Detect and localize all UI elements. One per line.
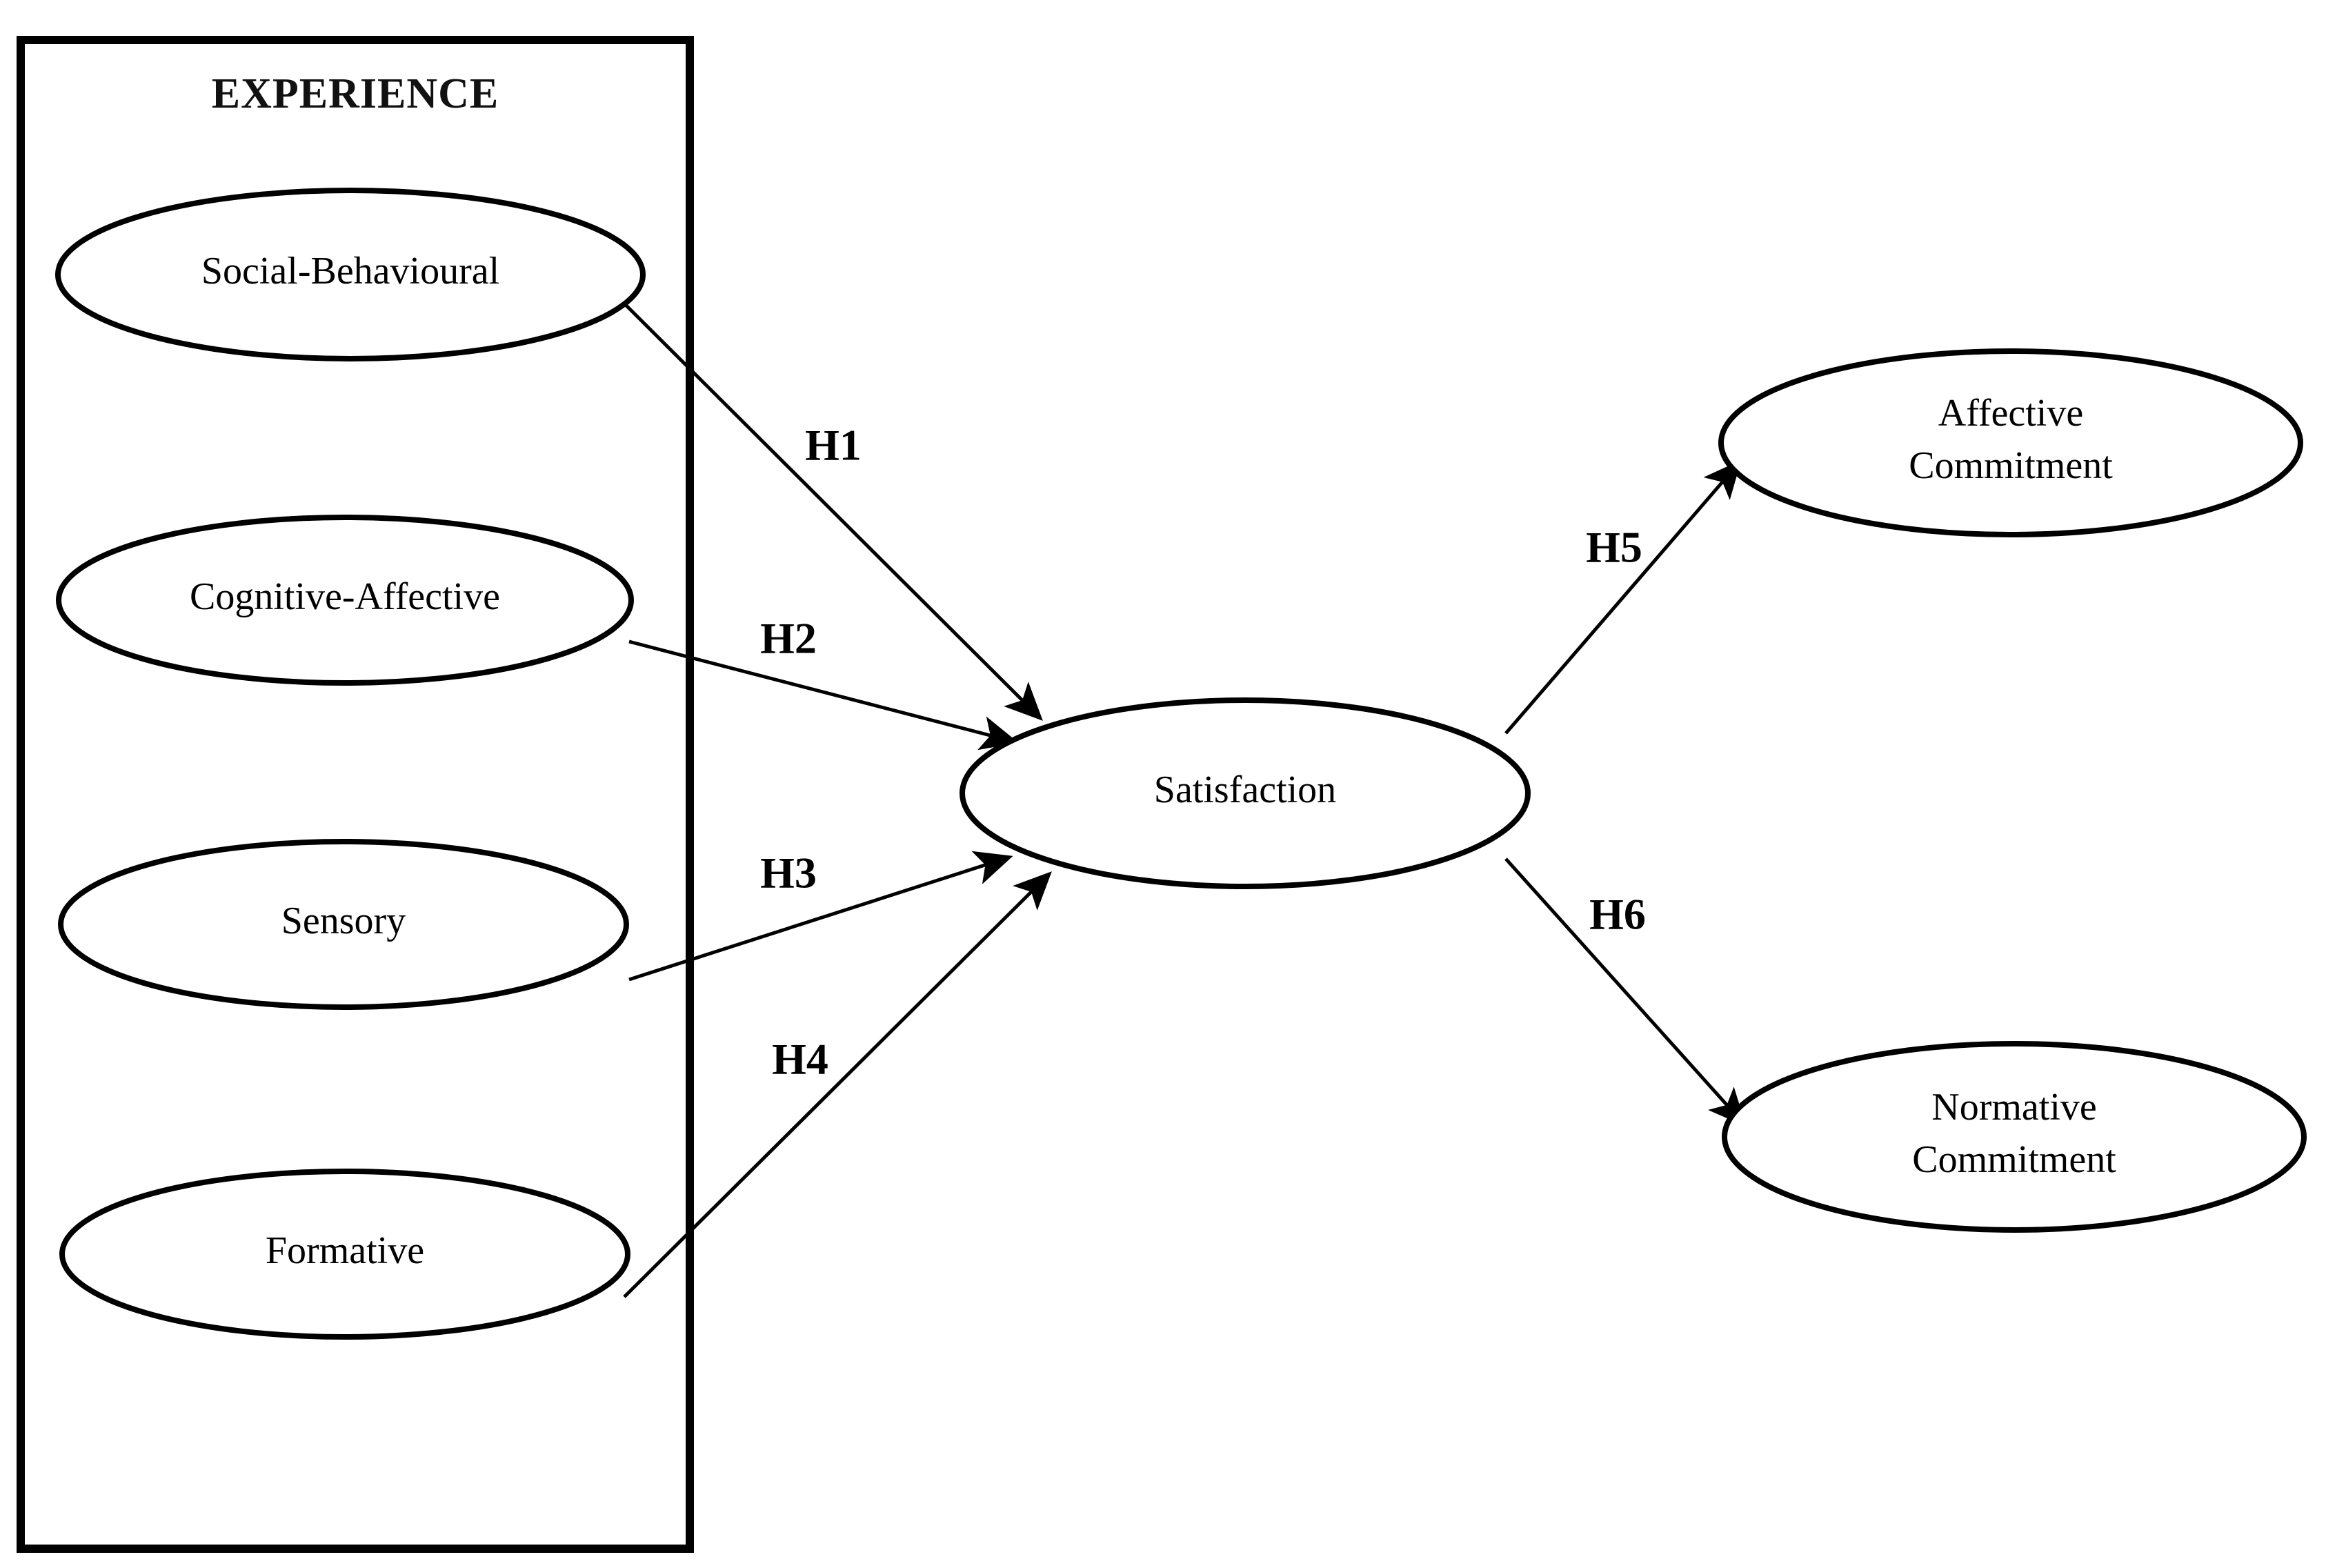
node-ellipse-cognitive-affective [56,515,634,686]
edge-h4 [623,871,1052,1298]
node-label-affective-commitment: Affective [1938,392,2083,435]
node-ellipse-affective-commitment [1718,348,2303,537]
node-label-affective-commitment: Commitment [1909,444,2113,487]
edge-h1 [623,302,1043,721]
node-ellipse-formative [59,1169,630,1340]
node-ellipse-normative-commitment [1722,1041,2307,1233]
edge-h2 [628,639,1019,751]
node-ellipse-social-behavioural [55,188,646,361]
node-label-normative-commitment: Commitment [1912,1138,2116,1181]
node-satisfaction: Satisfaction [960,697,1531,889]
edge-h6 [1504,857,1747,1127]
experience-group-box [17,36,694,1553]
node-label-normative-commitment: Normative [1931,1086,2096,1129]
edges-layer [623,302,1747,1298]
edge-label-h2: H2 [760,614,817,663]
node-ellipse-sensory [58,839,629,1010]
node-sensory: Sensory [58,839,629,1010]
edge-label-h5: H5 [1586,523,1642,572]
node-social-behavioural: Social-Behavioural [55,188,646,361]
node-ellipse-satisfaction [960,697,1531,889]
edge-label-h1: H1 [805,421,862,470]
node-cognitive-affective: Cognitive-Affective [56,515,634,686]
node-label-formative: Formative [266,1229,424,1272]
node-label-satisfaction: Satisfaction [1154,768,1336,811]
experience-group-title: EXPERIENCE [212,70,499,117]
nodes-layer: Social-BehaviouralCognitive-AffectiveSen… [55,188,2307,1340]
node-label-sensory: Sensory [281,900,406,942]
edge-label-h4: H4 [772,1035,828,1084]
node-label-cognitive-affective: Cognitive-Affective [190,575,500,618]
edge-h3 [628,851,1013,982]
node-label-social-behavioural: Social-Behavioural [201,250,499,292]
node-formative: Formative [59,1169,630,1340]
edge-label-h6: H6 [1589,890,1646,939]
edge-label-h3: H3 [760,848,817,897]
edge-h5 [1504,459,1742,735]
